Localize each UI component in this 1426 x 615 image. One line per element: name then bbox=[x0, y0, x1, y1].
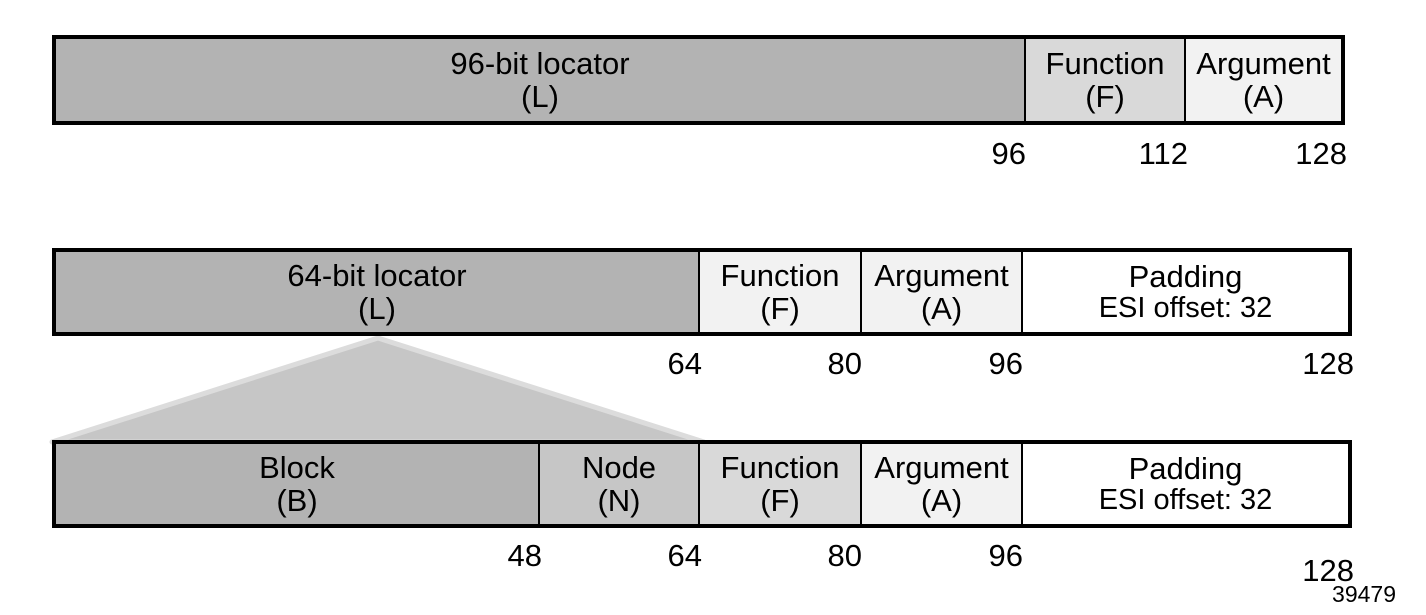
field-locator-title: 96-bit locator bbox=[450, 45, 630, 81]
bit-tick-96: 96 bbox=[991, 136, 1026, 171]
field-block-title: Block bbox=[259, 449, 335, 485]
field-argument-abbr: (A) bbox=[920, 483, 963, 518]
field-block-abbr: (B) bbox=[276, 483, 318, 518]
field-node: Node (N) bbox=[540, 444, 700, 524]
bit-tick-96: 96 bbox=[988, 346, 1023, 381]
field-padding: Padding ESI offset: 32 bbox=[1023, 444, 1348, 524]
field-function: Function (F) bbox=[1026, 39, 1186, 121]
field-function-title: Function bbox=[720, 449, 840, 485]
figure-number: 39479 bbox=[1332, 581, 1396, 607]
field-argument-title: Argument bbox=[874, 449, 1009, 485]
bit-tick-96: 96 bbox=[988, 538, 1023, 573]
bit-tick-80: 80 bbox=[827, 346, 862, 381]
field-node-abbr: (N) bbox=[597, 483, 641, 518]
field-function: Function (F) bbox=[700, 444, 862, 524]
field-function-abbr: (F) bbox=[760, 291, 800, 326]
bit-tick-48: 48 bbox=[507, 538, 542, 573]
packet-row-96-bit-locator: 96-bit locator (L) Function (F) Argument… bbox=[52, 35, 1345, 125]
field-locator-title: 64-bit locator bbox=[287, 257, 467, 293]
field-block: Block (B) bbox=[56, 444, 540, 524]
bit-tick-128: 128 bbox=[1302, 553, 1354, 588]
field-argument-abbr: (A) bbox=[920, 291, 963, 326]
locator-expansion-funnel bbox=[49, 336, 707, 445]
field-padding: Padding ESI offset: 32 bbox=[1023, 252, 1348, 332]
field-locator-abbr: (L) bbox=[358, 291, 396, 326]
field-argument-title: Argument bbox=[874, 257, 1009, 293]
field-padding-title: Padding bbox=[1128, 258, 1243, 294]
field-argument: Argument (A) bbox=[862, 252, 1023, 332]
field-function: Function (F) bbox=[700, 252, 862, 332]
field-function-title: Function bbox=[720, 257, 840, 293]
field-padding-title: Padding bbox=[1128, 450, 1243, 486]
field-locator: 64-bit locator (L) bbox=[56, 252, 700, 332]
packet-row-block-node: Block (B) Node (N) Function (F) Argument… bbox=[52, 440, 1352, 528]
field-padding-esi-offset: ESI offset: 32 bbox=[1098, 292, 1273, 325]
bit-tick-64: 64 bbox=[667, 346, 702, 381]
packet-row-64-bit-locator: 64-bit locator (L) Function (F) Argument… bbox=[52, 248, 1352, 336]
bit-tick-64: 64 bbox=[667, 538, 702, 573]
bit-tick-112: 112 bbox=[1138, 136, 1188, 171]
bit-tick-128: 128 bbox=[1295, 136, 1347, 171]
field-locator-abbr: (L) bbox=[521, 79, 559, 114]
field-locator: 96-bit locator (L) bbox=[56, 39, 1026, 121]
field-argument-title: Argument bbox=[1196, 45, 1331, 81]
field-function-abbr: (F) bbox=[760, 483, 800, 518]
field-argument: Argument (A) bbox=[862, 444, 1023, 524]
field-argument: Argument (A) bbox=[1186, 39, 1341, 121]
field-function-title: Function bbox=[1045, 45, 1165, 81]
bit-tick-128: 128 bbox=[1302, 346, 1354, 381]
field-argument-abbr: (A) bbox=[1242, 79, 1285, 114]
field-node-title: Node bbox=[581, 449, 657, 485]
field-function-abbr: (F) bbox=[1085, 79, 1125, 114]
field-padding-esi-offset: ESI offset: 32 bbox=[1098, 484, 1273, 517]
bit-tick-80: 80 bbox=[827, 538, 862, 573]
